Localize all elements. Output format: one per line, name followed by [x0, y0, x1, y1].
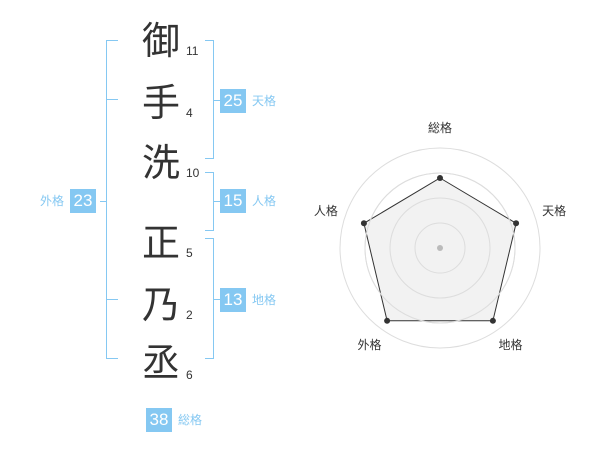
chikaku-bracket: [205, 238, 214, 359]
stroke-count-1: 11: [186, 44, 199, 58]
tenkaku-tick: [214, 100, 220, 101]
radar-inner-ring-2: [389, 197, 491, 299]
radar-center: [437, 245, 443, 251]
radar-axis-label-2: 天格: [542, 203, 566, 218]
radar-point-4: [384, 317, 391, 324]
radar-shape: [360, 172, 520, 324]
stroke-count-5: 2: [186, 308, 193, 322]
stroke-count-3: 10: [186, 166, 200, 180]
tenkaku-label: 天格: [252, 94, 277, 108]
radar-axis-label-1: 総格: [428, 120, 452, 135]
radar-point-1: [437, 175, 443, 181]
kanji-char-2: 手: [141, 81, 180, 125]
jinkaku-value: 15: [220, 189, 246, 213]
chikaku-value: 13: [220, 288, 246, 312]
gaikaku-tick-1: [106, 99, 118, 100]
chikaku-label: 地格: [252, 293, 277, 307]
jinkaku-bracket: [205, 172, 214, 231]
gaikaku-tick-mid: [100, 201, 106, 202]
gaikaku-bracket: [106, 40, 118, 359]
kanji-char-5: 乃: [141, 283, 180, 327]
radar-axis-label-4: 外格: [357, 337, 381, 352]
radar-axis-label-5: 人格: [314, 203, 338, 218]
radar-axis-label-3: 地格: [498, 337, 522, 352]
stroke-count-2: 4: [186, 106, 193, 120]
gaikaku-tick-2: [106, 299, 118, 300]
kanji-char-6: 丞: [141, 341, 180, 385]
radar-inner-ring-3: [364, 172, 516, 324]
tenkaku-value: 25: [220, 89, 246, 113]
stroke-count-4: 5: [186, 246, 193, 260]
stroke-count-6: 6: [186, 368, 193, 382]
radar-ring-4: [339, 147, 541, 349]
kanji-char-3: 洗: [141, 141, 180, 185]
soukaku-value: 38: [146, 408, 172, 432]
jinkaku-label: 人格: [252, 194, 277, 208]
jinkaku-tick: [214, 201, 220, 202]
radar-point-5: [360, 220, 367, 227]
radar-inner-ring-1: [414, 222, 466, 274]
kanji-char-4: 正: [141, 221, 180, 265]
soukaku-label: 総格: [178, 413, 203, 427]
gaikaku-value: 23: [70, 189, 96, 213]
kanji-char-1: 御: [141, 19, 180, 63]
chikaku-tick: [214, 299, 220, 300]
gaikaku-label: 外格: [40, 194, 65, 208]
radar-point-2: [513, 220, 520, 227]
radar-point-3: [489, 317, 496, 324]
tenkaku-bracket: [205, 40, 214, 159]
